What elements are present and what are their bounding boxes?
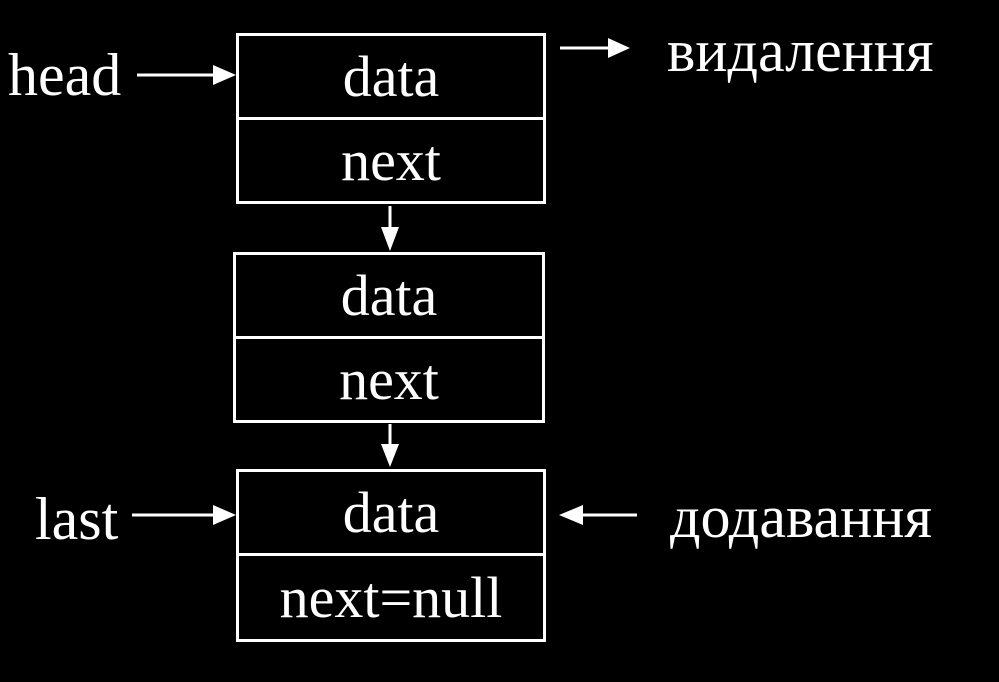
deletion-arrow bbox=[560, 38, 630, 58]
node-3-data-cell: data bbox=[239, 472, 543, 556]
next-link-arrow-2 bbox=[381, 424, 399, 467]
list-node-2: data next bbox=[233, 252, 545, 423]
last-arrow bbox=[132, 505, 236, 525]
deletion-operation-label: видалення bbox=[667, 18, 934, 84]
addition-operation-label: додавання bbox=[670, 484, 932, 550]
node-3-next-cell: next=null bbox=[279, 564, 503, 630]
list-node-3: data next=null bbox=[236, 469, 546, 642]
node-1-data-cell: data bbox=[239, 36, 543, 120]
list-node-1: data next bbox=[236, 33, 546, 204]
last-pointer-label: last bbox=[35, 486, 119, 552]
node-2-data-cell: data bbox=[236, 255, 542, 339]
addition-arrow bbox=[559, 505, 637, 525]
head-arrow bbox=[137, 65, 236, 85]
node-1-next-cell: next bbox=[341, 127, 441, 193]
node-2-next-cell: next bbox=[339, 346, 439, 412]
head-pointer-label: head bbox=[8, 42, 122, 108]
next-link-arrow-1 bbox=[381, 206, 399, 251]
